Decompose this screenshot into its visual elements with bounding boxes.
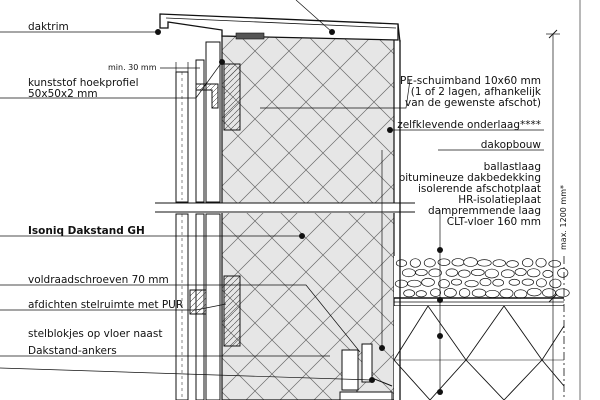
gravel-pebble [499,288,514,299]
label-pe-2: (1 of 2 lagen, afhankelijk [411,86,542,98]
gravel-pebble [484,268,499,279]
gravel-pebble [521,278,535,286]
label-dakstand: Isoniq Dakstand GH [28,225,145,237]
dimension-max-1200: max. 1200 mm* [546,0,581,400]
dakstand-body [150,35,420,400]
gravel-pebble [403,289,416,298]
gravel-pebble [492,278,505,287]
label-clt: CLT-vloer 160 mm [447,216,541,228]
label-hoekprofiel-1: kunststof hoekprofiel [28,77,139,89]
gravel-pebble [471,288,487,298]
roof-buildup [393,256,570,400]
gravel-pebble [555,288,570,298]
dim-max-1200: max. 1200 mm* [559,185,568,250]
label-min-30: min. 30 mm [108,63,157,72]
label-pe-1: PE-schuimband 10x60 mm [400,75,541,87]
pe-foam-strip [235,32,265,40]
gravel-pebble [514,268,527,276]
label-pe-3: van de gewenste afschot) [405,97,541,109]
label-schroeven: voldraadschroeven 70 mm [28,274,169,286]
gravel-pebble [492,259,506,267]
gravel-pebble [549,278,562,289]
gravel-pebble [535,257,547,268]
gravel-pebble [479,278,492,287]
gravel-pebble [463,257,478,267]
gravel-pebble [477,259,492,267]
batten-bottom [223,275,241,347]
label-hoekprofiel-2: 50x50x2 mm [28,88,98,100]
gravel-pebble [542,288,556,298]
gravel-pebble [401,268,416,278]
gravel-pebble [485,289,500,298]
gravel-pebble [421,277,435,287]
leader-lines [0,0,544,392]
gravel-pebble [451,258,465,267]
batten-top [223,63,241,131]
label-ankers: Dakstand-ankers [28,345,117,357]
label-afschot: isolerende afschotplaat [418,183,541,195]
label-afdichten: afdichten stelruimte met PUR [28,299,183,311]
daktrim-cap [159,13,401,43]
anker-detail [339,343,393,400]
gravel-pebble [443,288,457,298]
gravel-pebble [557,268,569,278]
gravel-pebble [437,258,451,266]
gravel-pebble [430,288,441,297]
gravel-pebble [409,258,421,268]
gravel-pebble [423,258,436,268]
gravel-pebble [395,259,408,267]
gravel-pebble [521,258,534,268]
label-stelblokjes: stelblokjes op vloer naast [28,328,162,340]
label-daktrim: daktrim [28,21,69,33]
gravel-pebble [415,268,428,276]
gravel-pebble [445,268,459,277]
label-dakopbouw: dakopbouw [481,139,542,151]
pur-seal [189,289,207,315]
dimension-min-30 [160,62,200,74]
leader-dots [155,29,443,395]
gravel-ballast [394,257,570,299]
gravel-pebble [428,268,442,278]
gravel-pebble [526,268,541,278]
gravel-pebble [438,279,450,289]
gravel-pebble [458,288,471,298]
gravel-pebble [450,278,463,286]
gravel-pebble [470,268,485,277]
gravel-pebble [464,280,479,288]
gravel-pebble [394,279,408,288]
facade-layers [175,41,241,400]
gravel-pebble [458,269,471,278]
gravel-pebble [407,279,422,288]
gravel-pebble [415,290,427,298]
label-ballast: ballastlaag [484,161,541,173]
gravel-pebble [506,260,519,268]
gravel-pebble [500,269,515,279]
label-onderlaag: zelfklevende onderlaag**** [397,119,541,131]
label-hr: HR-isolatieplaat [458,194,541,206]
gravel-pebble [548,260,562,268]
label-bitumen: bitumineuze dakbedekking [399,172,541,184]
label-damp: dampremmende laag [428,205,541,217]
gravel-pebble [514,289,528,299]
gravel-pebble [527,287,542,297]
gravel-pebble [508,278,521,286]
gravel-pebble [542,270,554,278]
gravel-pebble [536,278,547,288]
